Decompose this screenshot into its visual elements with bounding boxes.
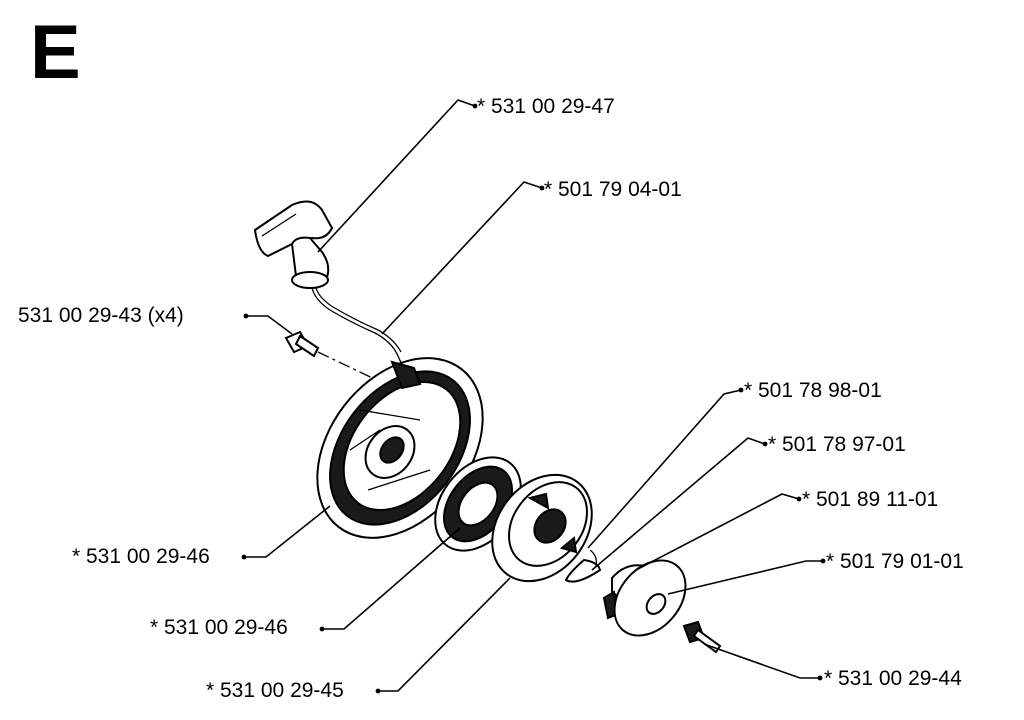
leader-dot-spring-clip xyxy=(738,387,744,393)
callout-housing: * 531 00 29-46 xyxy=(72,545,210,568)
large-washer-drawing xyxy=(613,559,687,637)
leader-dot-handle xyxy=(472,103,478,109)
leader-line-housing xyxy=(244,505,331,558)
leader-dot-washer-large xyxy=(820,558,826,564)
callout-pulley: * 531 00 29-45 xyxy=(206,679,344,702)
spring-clip-drawing xyxy=(564,549,602,583)
housing-screw-drawing xyxy=(284,330,386,385)
leader-line-washer-large xyxy=(667,560,823,595)
center-screw-drawing xyxy=(682,620,722,654)
leader-dot-rope xyxy=(539,185,545,191)
leader-line-washer-small xyxy=(591,437,766,571)
callout-washer-small: * 501 78 97-01 xyxy=(768,433,906,456)
leader-line-center-screw xyxy=(703,643,820,679)
section-letter: E xyxy=(30,10,81,95)
leader-dot-pulley xyxy=(375,688,381,694)
leader-line-spring-cassette xyxy=(322,527,461,630)
leader-line-pulley xyxy=(378,577,511,692)
leader-dot-spring-cassette xyxy=(319,626,325,632)
callout-rope: * 501 79 04-01 xyxy=(544,178,682,201)
leader-line-spring-clip xyxy=(587,389,742,549)
starter-rope-drawing xyxy=(311,287,409,373)
starter-housing-drawing xyxy=(316,357,484,539)
callout-washer-large: * 501 79 01-01 xyxy=(826,550,964,573)
leader-lines xyxy=(241,99,826,694)
leader-dot-pawl xyxy=(796,496,802,502)
pulley-drawing xyxy=(491,473,593,583)
leader-line-pawl xyxy=(635,493,800,571)
starter-handle-drawing xyxy=(253,200,334,289)
leader-dot-center-screw xyxy=(817,675,823,681)
callout-handle: * 531 00 29-47 xyxy=(477,95,615,118)
callout-screw-x4: 531 00 29-43 (x4) xyxy=(18,304,184,327)
callout-pawl: * 501 89 11-01 xyxy=(802,488,938,511)
leader-line-rope xyxy=(381,181,543,335)
callout-center-screw: * 531 00 29-44 xyxy=(824,667,962,690)
leader-line-screw-x4 xyxy=(246,315,293,335)
leader-dot-screw-x4 xyxy=(243,313,249,319)
callout-spring-clip: * 501 78 98-01 xyxy=(744,379,882,402)
leader-dot-washer-small xyxy=(762,441,768,447)
leader-dot-housing xyxy=(241,554,247,560)
leader-line-handle xyxy=(317,99,476,253)
callout-spring-cassette: * 531 00 29-46 xyxy=(150,616,288,639)
